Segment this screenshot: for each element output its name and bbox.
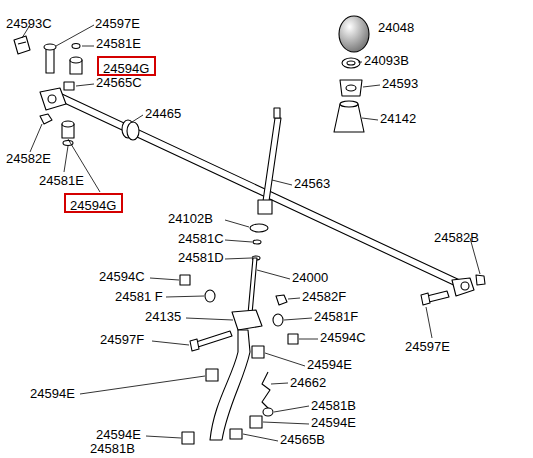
ring-hole [347,61,355,65]
washer [250,224,268,232]
callout-number: 24594E [30,387,75,401]
bushing [288,334,298,344]
nut [476,275,485,285]
clevis-hole [461,282,469,290]
spacer [64,82,74,90]
callout-number: 24582E [6,152,51,166]
highlight-box: 24594G [97,56,156,76]
callout-number: 24581C [178,232,224,246]
lever-tip [274,108,280,118]
washer [263,408,273,416]
nut [276,295,287,305]
lever-collar [258,200,272,214]
bolt-head [421,293,430,305]
bushing [250,416,262,428]
bushing [252,346,264,358]
callout-number: 24581E [96,37,141,51]
callout-number: 24000 [292,271,328,285]
shift-rod [59,94,464,288]
washer [72,44,80,49]
shift-lever [262,118,281,208]
clevis [40,88,66,110]
lower-arm [210,330,250,440]
part-number: 24594G [70,199,116,213]
clip [262,372,270,410]
callout-number: 24594C [320,331,366,345]
bushing [182,432,194,444]
callout-number: 24593C [6,17,52,31]
boot [334,104,364,132]
callout-number: 24597F [100,333,144,347]
bushing [180,275,190,285]
callout-number: 24563 [294,177,330,191]
callout-number: 24465 [145,107,181,121]
bushing-top [62,121,74,127]
washer [273,314,283,326]
spacer [230,429,242,439]
callout-number: 24582F [302,290,346,304]
lever-block [232,310,262,330]
clip [14,36,30,54]
highlight-box: 24594G [64,193,123,213]
retainer [340,80,362,96]
pin [46,47,54,73]
pin-head [44,44,56,50]
callout-number: 24594E [311,416,356,430]
callout-number: 24142 [380,112,416,126]
ring [253,240,261,244]
callout-number: 24594E [307,358,352,372]
boot-top [340,101,358,107]
callout-number: 24581D [178,251,224,265]
callout-number: 24093B [364,54,409,68]
callout-number: 24102B [168,212,213,226]
callout-number: 24594C [99,270,145,284]
select-rod [248,258,257,314]
callout-number: 24565B [280,433,325,447]
leader-lines [22,25,480,441]
callout-number: 24581B [90,442,135,456]
bushing [206,369,218,381]
bolt [196,331,232,347]
callout-number: 24581E [39,174,84,188]
nut [40,114,52,124]
callout-number: 24597E [95,17,140,31]
bolt [427,291,449,302]
clevis-hole [48,95,56,103]
callout-number: 24581B [311,399,356,413]
part-number: 24594G [103,62,149,76]
clevis [452,278,474,296]
bushing-top [70,57,82,63]
shift-knob [339,16,369,52]
callout-number: 24593 [382,77,418,91]
callout-number: 24048 [378,21,414,35]
callout-number: 24594E [96,428,141,442]
callout-number: 24565C [96,76,142,90]
callout-number: 24135 [145,310,181,324]
bolt-head [190,339,199,351]
callout-number: 24662 [290,376,326,390]
rod-collar [127,122,139,140]
callout-number: 24581F [314,310,358,324]
callout-number: 24597E [405,340,450,354]
washer [205,290,215,302]
callout-number: 24582B [434,231,479,245]
ring [342,58,360,68]
retainer-hole [346,85,356,91]
callout-number: 24581 F [115,290,163,304]
